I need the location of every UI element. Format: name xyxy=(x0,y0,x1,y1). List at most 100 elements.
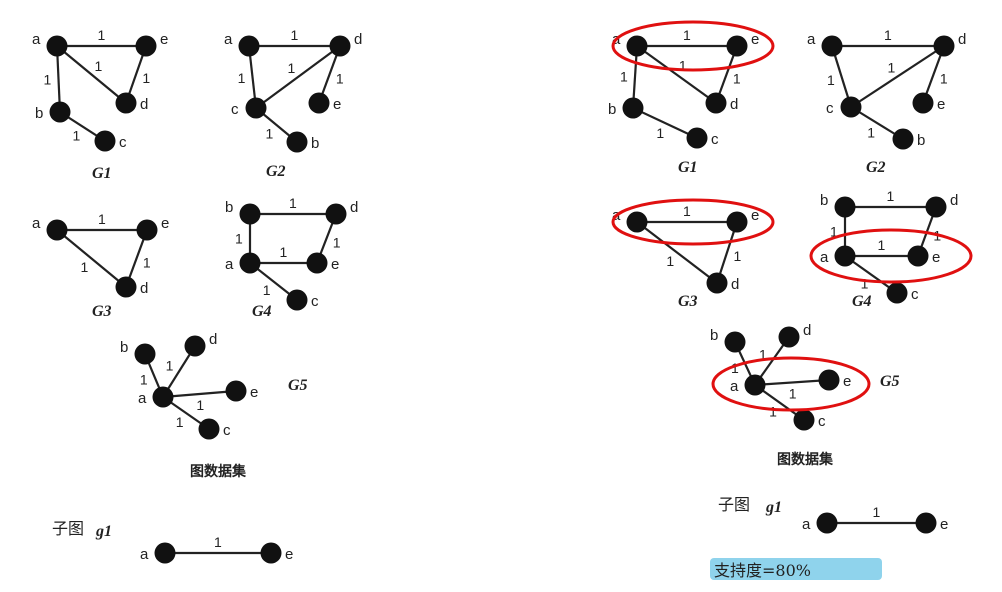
node-d xyxy=(184,335,206,357)
node-d xyxy=(925,196,947,218)
edge-weight: 1 xyxy=(940,70,948,86)
edge-weight: 1 xyxy=(214,534,222,550)
edge-weight: 1 xyxy=(238,70,246,86)
node-d xyxy=(706,272,728,294)
node-label-b: b xyxy=(311,135,319,152)
node-label-e: e xyxy=(250,384,258,401)
node-c xyxy=(286,289,308,311)
highlight-ellipse-g1 xyxy=(611,20,775,72)
edge-a-c xyxy=(844,255,898,294)
node-label-e: e xyxy=(160,31,168,48)
node-b xyxy=(239,203,261,225)
edge-weight: 1 xyxy=(679,58,687,74)
node-b xyxy=(286,131,308,153)
node-label-a: a xyxy=(730,378,739,395)
node-c xyxy=(793,409,815,431)
node-label-b: b xyxy=(710,327,718,344)
edge-weight: 1 xyxy=(620,68,628,84)
node-label-a: a xyxy=(224,31,233,48)
edge-weight: 1 xyxy=(336,70,344,86)
edge-weight: 1 xyxy=(733,248,741,264)
edge-weight: 1 xyxy=(873,504,881,520)
node-label-a: a xyxy=(32,215,41,232)
node-label-b: b xyxy=(35,105,43,122)
edge-weight: 1 xyxy=(683,27,691,43)
edge-weight: 1 xyxy=(731,360,739,376)
edge-weight: 1 xyxy=(759,347,767,363)
node-e xyxy=(915,512,937,534)
edge-weight: 1 xyxy=(235,231,243,247)
node-a xyxy=(626,211,648,233)
node-label-e: e xyxy=(331,256,339,273)
node-b xyxy=(892,128,914,150)
node-label-b: b xyxy=(820,192,828,209)
node-label-a: a xyxy=(225,256,234,273)
node-e xyxy=(260,542,282,564)
node-label-d: d xyxy=(803,322,811,339)
node-label-b: b xyxy=(120,339,128,356)
node-e xyxy=(308,92,330,114)
node-a xyxy=(152,386,174,408)
node-e xyxy=(135,35,157,57)
node-label-a: a xyxy=(807,31,816,48)
edge-weight: 1 xyxy=(827,72,835,88)
edge-a-c xyxy=(830,45,853,108)
edge-weight: 1 xyxy=(166,358,174,374)
edge-weight: 1 xyxy=(291,27,299,43)
node-label-c: c xyxy=(911,286,919,303)
edge-a-e xyxy=(754,378,830,387)
edge-weight: 1 xyxy=(769,403,777,419)
edge-weight: 1 xyxy=(733,70,741,86)
node-a xyxy=(239,252,261,274)
node-a xyxy=(821,35,843,57)
subgraph-label-left: 子图 xyxy=(52,519,84,538)
edge-weight: 1 xyxy=(789,385,797,401)
node-c xyxy=(94,130,116,152)
node-e xyxy=(726,35,748,57)
edge-weight: 1 xyxy=(878,237,886,253)
edge-weight: 1 xyxy=(143,254,151,270)
subgraph-label-right: 子图 xyxy=(718,495,750,514)
edge-weight: 1 xyxy=(287,60,295,76)
subgraph-name-right: g1 xyxy=(765,499,782,516)
edge-weight: 1 xyxy=(140,372,148,388)
node-e xyxy=(907,245,929,267)
edge-c-d xyxy=(850,45,945,108)
node-e xyxy=(912,92,934,114)
edge-weight: 1 xyxy=(333,234,341,250)
graph-name: G3 xyxy=(92,303,112,320)
node-label-d: d xyxy=(209,331,217,348)
node-e xyxy=(136,219,158,241)
support-highlight xyxy=(710,558,882,580)
node-a xyxy=(46,35,68,57)
node-b xyxy=(622,97,644,119)
edge-weight: 1 xyxy=(861,275,869,291)
edge-weight: 1 xyxy=(656,125,664,141)
node-label-a: a xyxy=(138,390,147,407)
edge-weight: 1 xyxy=(887,59,895,75)
node-label-e: e xyxy=(932,249,940,266)
edge-weight: 1 xyxy=(884,27,892,43)
edge-weight: 1 xyxy=(683,203,691,219)
node-label-d: d xyxy=(731,276,739,293)
graph-name: G4 xyxy=(852,293,872,310)
dataset-caption-left: 图数据集 xyxy=(190,463,247,480)
node-c xyxy=(886,282,908,304)
edge-weight: 1 xyxy=(142,70,150,86)
node-label-c: c xyxy=(711,131,719,148)
edge-weight: 1 xyxy=(95,58,103,74)
edge-weight: 1 xyxy=(867,124,875,140)
node-d xyxy=(115,92,137,114)
highlight-ellipse-g4 xyxy=(809,228,973,284)
graph-name: G4 xyxy=(252,303,272,320)
node-label-b: b xyxy=(225,199,233,216)
node-a xyxy=(816,512,838,534)
edge-weight: 1 xyxy=(196,397,204,413)
